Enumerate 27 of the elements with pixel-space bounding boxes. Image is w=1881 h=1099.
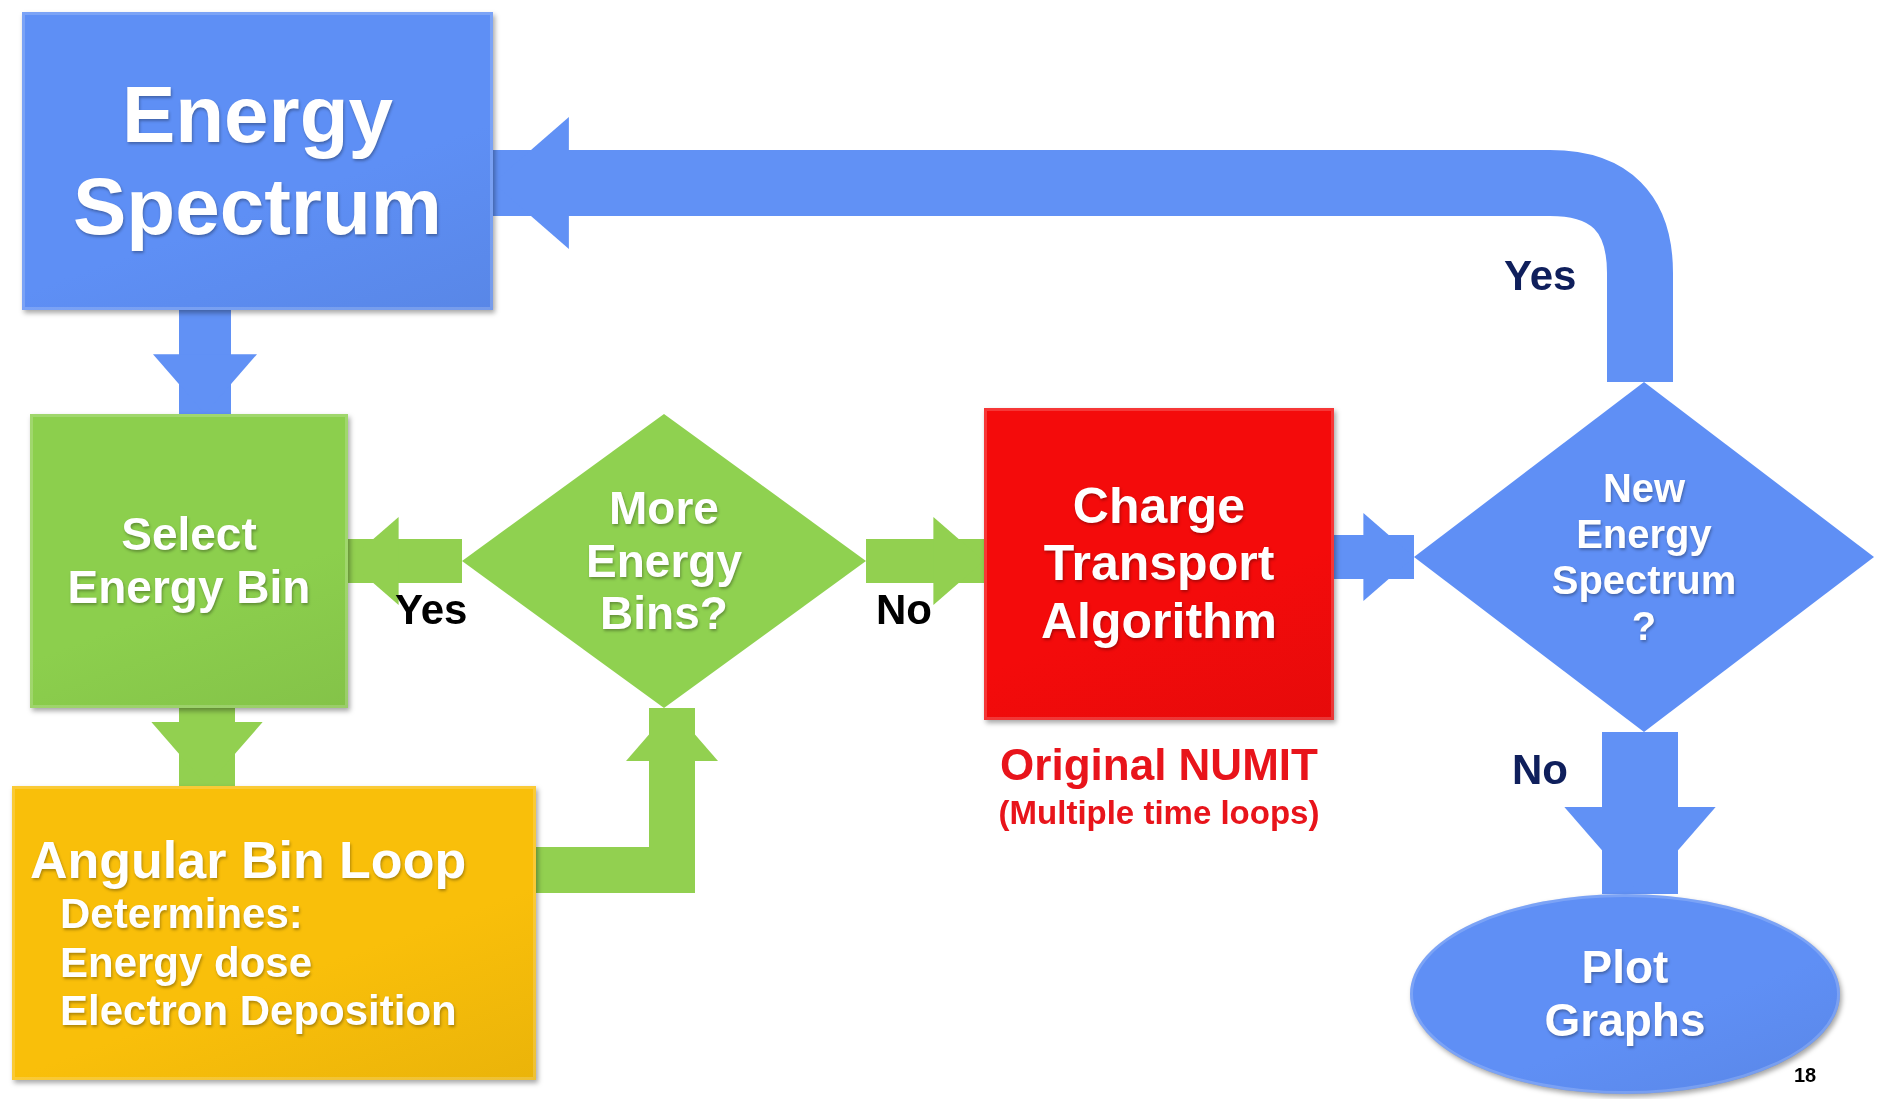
box-text: Electron Deposition [59,987,457,1036]
edge-label: No [876,586,932,634]
box-text: Energy dose [59,938,313,988]
arrow [1334,513,1414,601]
arrow [348,517,462,605]
box-text: Determines: [59,890,303,939]
box-text: Select Energy Bin [66,508,312,614]
arrow [866,517,984,605]
box-text: New Energy Spectrum ? [1550,465,1738,649]
node-caption: Original NUMIT [1000,740,1318,790]
edge-label: Yes [1504,252,1577,300]
process-box [22,12,493,310]
box-text: Energy Spectrum [72,69,443,253]
box-text: More Energy Bins? [585,481,743,641]
box-text: Plot Graphs [1543,941,1707,1047]
box-text: Charge Transport Algorithm [1039,477,1279,651]
node-caption: (Multiple time loops) [998,794,1320,832]
page-number: 18 [1794,1064,1817,1087]
arrow [153,310,257,414]
arrow [1564,732,1716,894]
process-box [12,786,536,1080]
edge-label: Yes [395,586,468,634]
process-box [30,414,348,708]
edge-label: No [1512,746,1568,794]
decision-diamond [1414,382,1874,732]
box-heading: Angular Bin Loop [30,830,467,891]
arrow [151,708,263,786]
